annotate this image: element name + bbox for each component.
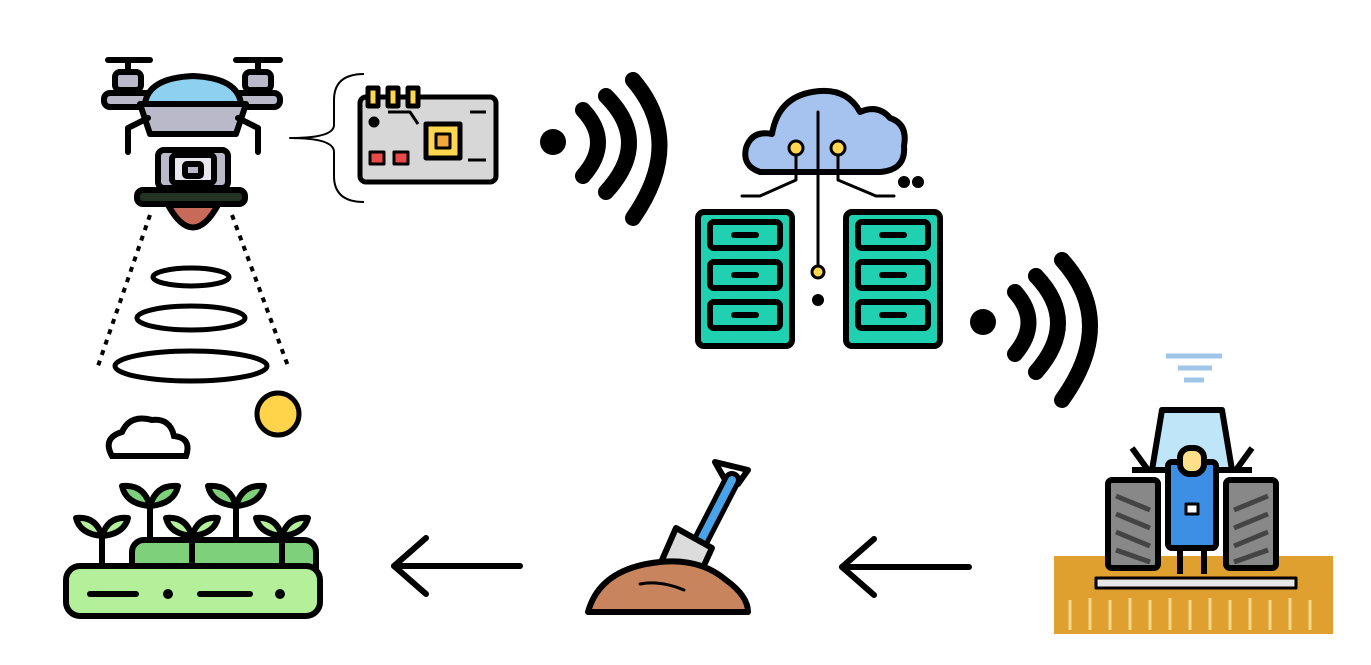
tractor-icon	[1054, 353, 1333, 634]
shovel-soil-icon	[585, 459, 751, 615]
scan-rings	[112, 265, 270, 384]
sun-icon	[254, 390, 302, 438]
scan-beam	[96, 214, 290, 367]
arrow-left-icon	[391, 535, 523, 597]
wireless-signal-icon	[970, 252, 1098, 408]
wireless-signal-icon	[540, 72, 668, 226]
cloud-server-icon	[695, 88, 943, 349]
cloud-icon	[105, 415, 191, 459]
crop-field-icon	[63, 482, 323, 619]
arrow-left-icon	[839, 536, 972, 598]
drone-icon	[101, 57, 283, 231]
circuit-board-icon	[289, 73, 499, 203]
